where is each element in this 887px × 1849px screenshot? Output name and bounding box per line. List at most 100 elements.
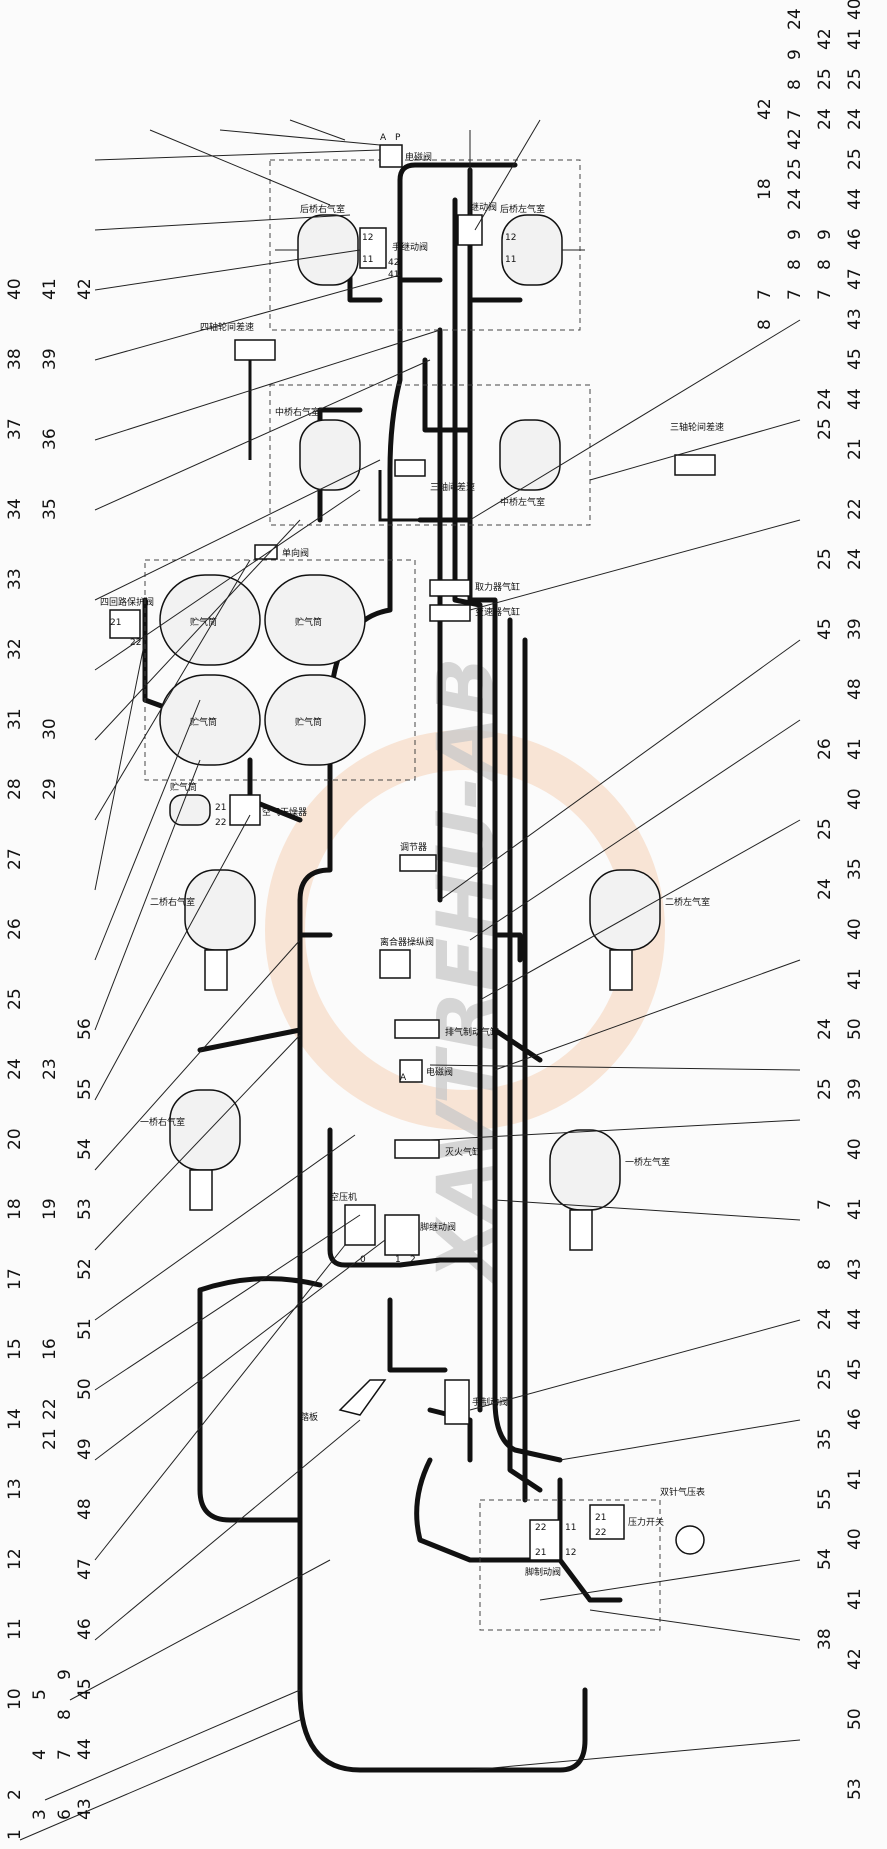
svg-text:空压机: 空压机 <box>330 1191 357 1203</box>
small-tank: 贮气筒 <box>169 781 211 826</box>
svg-text:24: 24 <box>845 548 865 570</box>
svg-text:排气制动气缸: 排气制动气缸 <box>445 1026 499 1038</box>
svg-text:24: 24 <box>815 388 835 410</box>
svg-text:41: 41 <box>845 1468 865 1490</box>
foot-relay-valve: 脚继动阀 <box>384 1214 456 1256</box>
svg-text:30: 30 <box>40 718 60 740</box>
rear-axle-box <box>269 159 581 331</box>
svg-text:21: 21 <box>110 618 121 628</box>
svg-text:54: 54 <box>815 1548 835 1570</box>
svg-text:7: 7 <box>785 289 805 300</box>
svg-text:脚继动阀: 脚继动阀 <box>420 1221 456 1233</box>
svg-text:电磁阀: 电磁阀 <box>426 1066 453 1078</box>
svg-text:手继动阀: 手继动阀 <box>392 241 428 253</box>
svg-text:8: 8 <box>785 79 805 90</box>
svg-text:53: 53 <box>75 1198 95 1220</box>
svg-text:46: 46 <box>845 228 865 250</box>
svg-text:49: 49 <box>75 1438 95 1460</box>
svg-text:40: 40 <box>845 0 865 20</box>
svg-text:45: 45 <box>815 618 835 640</box>
svg-text:50: 50 <box>845 1708 865 1730</box>
svg-text:16: 16 <box>40 1338 60 1360</box>
svg-text:中桥右气室: 中桥右气室 <box>275 406 320 418</box>
svg-text:25: 25 <box>815 1368 835 1390</box>
svg-text:44: 44 <box>845 388 865 410</box>
compressor: 空压机 <box>330 1191 376 1246</box>
svg-text:A: A <box>380 133 387 143</box>
svg-text:24: 24 <box>5 1058 25 1080</box>
svg-text:32: 32 <box>5 638 25 660</box>
svg-text:11: 11 <box>362 255 373 265</box>
svg-text:6: 6 <box>55 1809 75 1820</box>
svg-text:26: 26 <box>815 738 835 760</box>
svg-text:11: 11 <box>565 1523 576 1533</box>
svg-text:一桥左气室: 一桥左气室 <box>625 1156 670 1168</box>
svg-text:1: 1 <box>5 1829 25 1840</box>
svg-text:10: 10 <box>5 1688 25 1710</box>
svg-text:40: 40 <box>5 278 25 300</box>
svg-text:11: 11 <box>5 1618 25 1640</box>
svg-text:24: 24 <box>815 878 835 900</box>
svg-text:手制动阀: 手制动阀 <box>472 1396 508 1408</box>
svg-text:28: 28 <box>5 778 25 800</box>
svg-text:二桥左气室: 二桥左气室 <box>665 896 710 908</box>
svg-text:贮气筒: 贮气筒 <box>170 781 197 793</box>
svg-text:41: 41 <box>845 28 865 50</box>
svg-text:44: 44 <box>845 1308 865 1330</box>
svg-text:后桥右气室: 后桥右气室 <box>300 203 345 215</box>
axle1-left-chamber: 一桥左气室 <box>549 1129 670 1251</box>
svg-text:42: 42 <box>845 1648 865 1670</box>
svg-text:41: 41 <box>40 278 60 300</box>
svg-text:21: 21 <box>215 803 226 813</box>
svg-text:41: 41 <box>845 1198 865 1220</box>
svg-text:22: 22 <box>845 498 865 520</box>
mid-axle-box <box>269 384 591 526</box>
mid-solenoid: 电磁阀 <box>399 1059 453 1083</box>
svg-text:贮气筒: 贮气筒 <box>295 616 322 628</box>
svg-text:40: 40 <box>845 918 865 940</box>
svg-text:9: 9 <box>815 229 835 240</box>
svg-text:50: 50 <box>845 1018 865 1040</box>
svg-text:A: A <box>400 1073 407 1083</box>
svg-text:17: 17 <box>5 1268 25 1290</box>
svg-text:1: 1 <box>395 1255 401 1265</box>
interaxle-diff: 三轴间差速 <box>394 459 475 493</box>
four-axle-diff-cylinder: 四轴轮间差速 <box>200 321 276 361</box>
svg-text:P: P <box>395 133 401 143</box>
svg-text:15: 15 <box>5 1338 25 1360</box>
svg-text:23: 23 <box>40 1058 60 1080</box>
svg-text:25: 25 <box>815 68 835 90</box>
svg-text:14: 14 <box>5 1408 25 1430</box>
svg-text:41: 41 <box>845 738 865 760</box>
svg-text:47: 47 <box>845 268 865 290</box>
svg-text:灭火气缸: 灭火气缸 <box>445 1146 481 1158</box>
svg-text:35: 35 <box>845 858 865 880</box>
svg-text:电磁阀: 电磁阀 <box>405 151 432 163</box>
transfer-cylinder: 取力器气缸 <box>429 579 520 597</box>
svg-text:40: 40 <box>845 788 865 810</box>
rear-solenoid-valve: 电磁阀 <box>379 144 432 168</box>
svg-text:中桥左气室: 中桥左气室 <box>500 496 545 508</box>
tank-1 <box>159 574 261 666</box>
svg-text:0: 0 <box>360 1255 366 1265</box>
axle2-left-chamber: 二桥左气室 <box>589 869 710 991</box>
top-label-column: 24 25 42 7 8 9 24 25 41 40 7 8 9 24 25 4… <box>755 0 865 1800</box>
svg-text:贮气筒: 贮气筒 <box>190 716 217 728</box>
svg-text:空气干燥器: 空气干燥器 <box>262 806 307 818</box>
svg-text:踏板: 踏板 <box>300 1411 318 1423</box>
svg-text:一桥右气室: 一桥右气室 <box>140 1116 185 1128</box>
mid-left-chamber: 中桥左气室 <box>499 419 561 508</box>
svg-text:四轴轮间差速: 四轴轮间差速 <box>200 321 254 333</box>
svg-text:25: 25 <box>845 148 865 170</box>
svg-text:44: 44 <box>845 188 865 210</box>
air-tanks: 贮气筒 贮气筒 贮气筒 贮气筒 <box>159 574 366 766</box>
rear-left-chamber: 后桥左气室 <box>500 203 585 286</box>
svg-text:43: 43 <box>75 1798 95 1820</box>
clutch-control-valve: 离合器操纵阀 <box>379 936 434 979</box>
svg-text:8: 8 <box>755 319 775 330</box>
svg-text:22: 22 <box>595 1528 606 1538</box>
tank-box <box>144 559 416 781</box>
svg-text:脚制动阀: 脚制动阀 <box>525 1566 561 1578</box>
hand-valve-box <box>479 1499 661 1631</box>
